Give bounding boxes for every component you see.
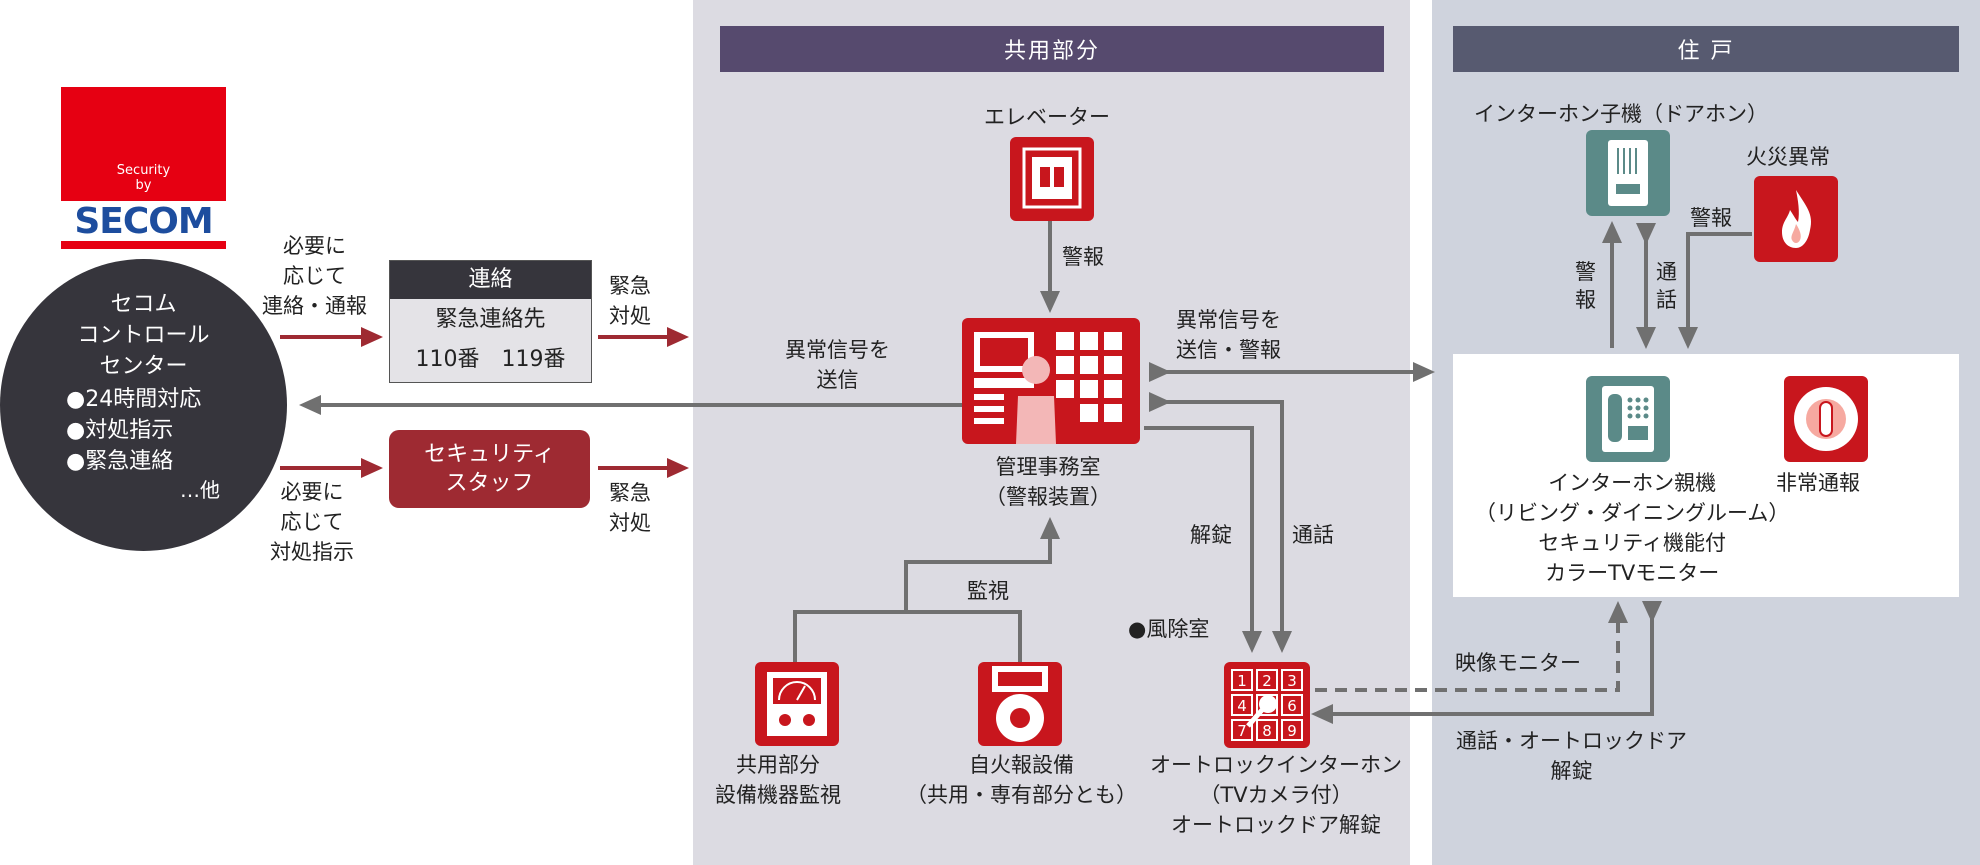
anomaly-send-label: 異常信号を 送信 [785, 338, 890, 392]
fire-icon [1754, 176, 1838, 262]
control-center-items: ●24時間対応 ●対処指示 ●緊急連絡 [66, 387, 202, 474]
residence-header: 住 戸 [1453, 26, 1959, 72]
emergency-button-icon [1784, 376, 1868, 462]
elevator-label: エレベーター [984, 105, 1110, 129]
elevator-alarm-label: 警報 [1062, 245, 1104, 269]
management-office-label: 管理事務室 （警報装置） [985, 455, 1111, 509]
equipment-meter-icon [755, 662, 839, 746]
equipment-monitor-label: 共用部分 設備機器監視 [715, 753, 841, 807]
arrow-monitor [904, 517, 1060, 612]
arrow-call [1149, 392, 1292, 653]
emergency-label-top: 緊急 対処 [609, 274, 651, 328]
call-unlock-label: 通話・オートロックドア 解錠 [1456, 729, 1687, 783]
keypad-digit: 4 [1237, 697, 1247, 715]
control-center: セコム コントロール センター ●24時間対応 ●対処指示 ●緊急連絡 …他 [0, 259, 287, 551]
door-call-label: 通 話 [1656, 260, 1677, 312]
instruction-arrow-label: 必要に 応じて 対処指示 [270, 480, 354, 564]
arrow-call-unlock [1311, 601, 1662, 724]
management-office-icon [962, 318, 1140, 444]
fire-anomaly-label: 火災異常 [1746, 145, 1830, 169]
keypad-digit: 3 [1287, 672, 1297, 690]
master-intercom-label: インターホン親機 （リビング・ダイニングルーム） セキュリティ機能付 カラーTV… [1475, 471, 1790, 585]
master-intercom-icon [1586, 376, 1670, 462]
emergency-report-label: 非常通報 [1776, 471, 1860, 495]
fire-alarm-label: 警報 [1690, 206, 1732, 230]
keypad-digit: 9 [1287, 722, 1297, 740]
door-phone-icon [1586, 130, 1670, 216]
unlock-label: 解錠 [1190, 523, 1232, 547]
monitor-label: 監視 [967, 579, 1009, 603]
fire-alarm-equipment-icon [978, 662, 1062, 746]
control-center-title: セコム コントロール センター [77, 292, 210, 379]
emergency-contact-box: 連絡 緊急連絡先 110番 119番 [389, 260, 592, 383]
autolock-intercom-label: オートロックインターホン （TVカメラ付） オートロックドア解錠 [1150, 753, 1402, 837]
call-label: 通話 [1292, 523, 1334, 547]
common-area-header: 共用部分 [720, 26, 1384, 72]
fire-alarm-equipment-label: 自火報設備 （共用・専有部分とも） [906, 753, 1137, 807]
keypad-digit: 2 [1262, 672, 1272, 690]
residence-device-panel [1453, 354, 1959, 597]
keypad-digit: 6 [1287, 697, 1297, 715]
windbreak-room-label: ●風除室 [1128, 617, 1210, 641]
security-staff-box: セキュリティスタッフ [389, 430, 590, 508]
keypad-digit: 8 [1262, 722, 1272, 740]
door-phone-label: インターホン子機（ドアホン） [1474, 102, 1768, 126]
elevator-icon [1010, 137, 1094, 221]
keypad-digit: 7 [1237, 722, 1247, 740]
emergency-label-bottom: 緊急 対処 [609, 481, 651, 535]
video-monitor-label: 映像モニター [1455, 651, 1581, 675]
door-alarm-label: 警 報 [1575, 260, 1596, 312]
autolock-intercom-icon: 1 2 3 4 5 6 7 8 9 [1224, 662, 1310, 748]
keypad-digit: 1 [1237, 672, 1247, 690]
anomaly-send-alarm-label: 異常信号を 送信・警報 [1176, 308, 1281, 362]
contact-arrow-label: 必要に 応じて 連絡・通報 [262, 234, 367, 318]
